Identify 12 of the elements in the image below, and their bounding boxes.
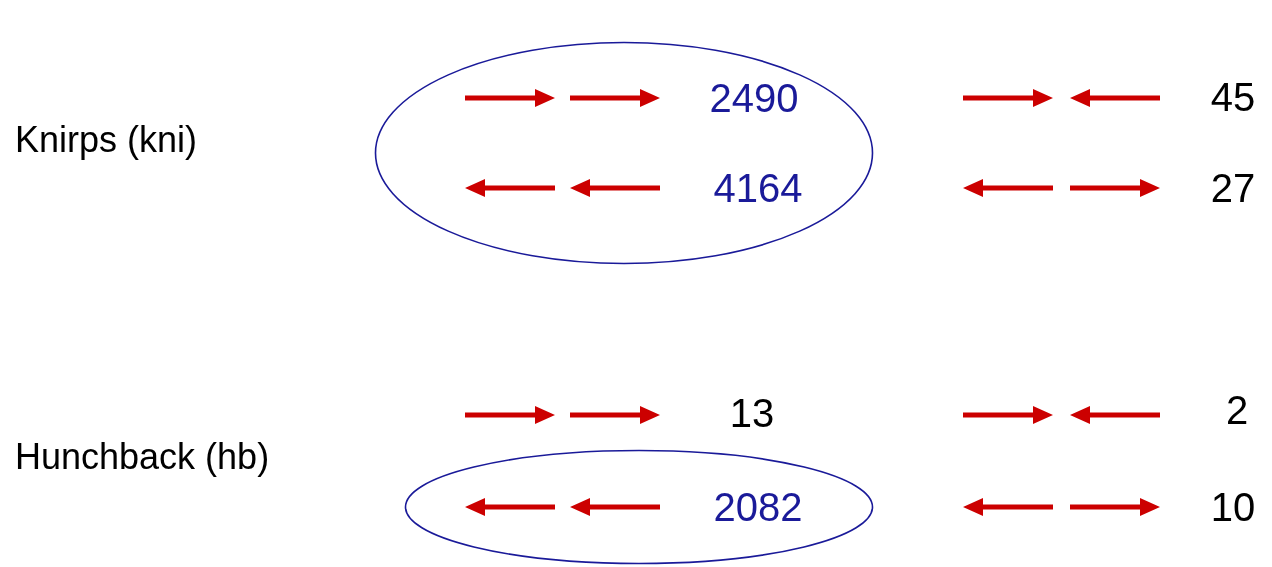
gene-name: Hunchback (hb): [15, 435, 270, 479]
count-number: 2082: [713, 485, 803, 529]
highlight-ellipse: [404, 449, 874, 565]
count-number: 27: [1210, 166, 1256, 210]
count-number: 10: [1210, 485, 1256, 529]
highlight-ellipse: [374, 41, 874, 265]
count-number: 2: [1225, 388, 1249, 432]
gene-name: Knirps (kni): [15, 118, 198, 162]
count-number: 13: [729, 391, 775, 435]
count-number: 4164: [713, 166, 803, 210]
count-number: 2490: [709, 76, 799, 120]
count-number: 45: [1210, 75, 1256, 119]
